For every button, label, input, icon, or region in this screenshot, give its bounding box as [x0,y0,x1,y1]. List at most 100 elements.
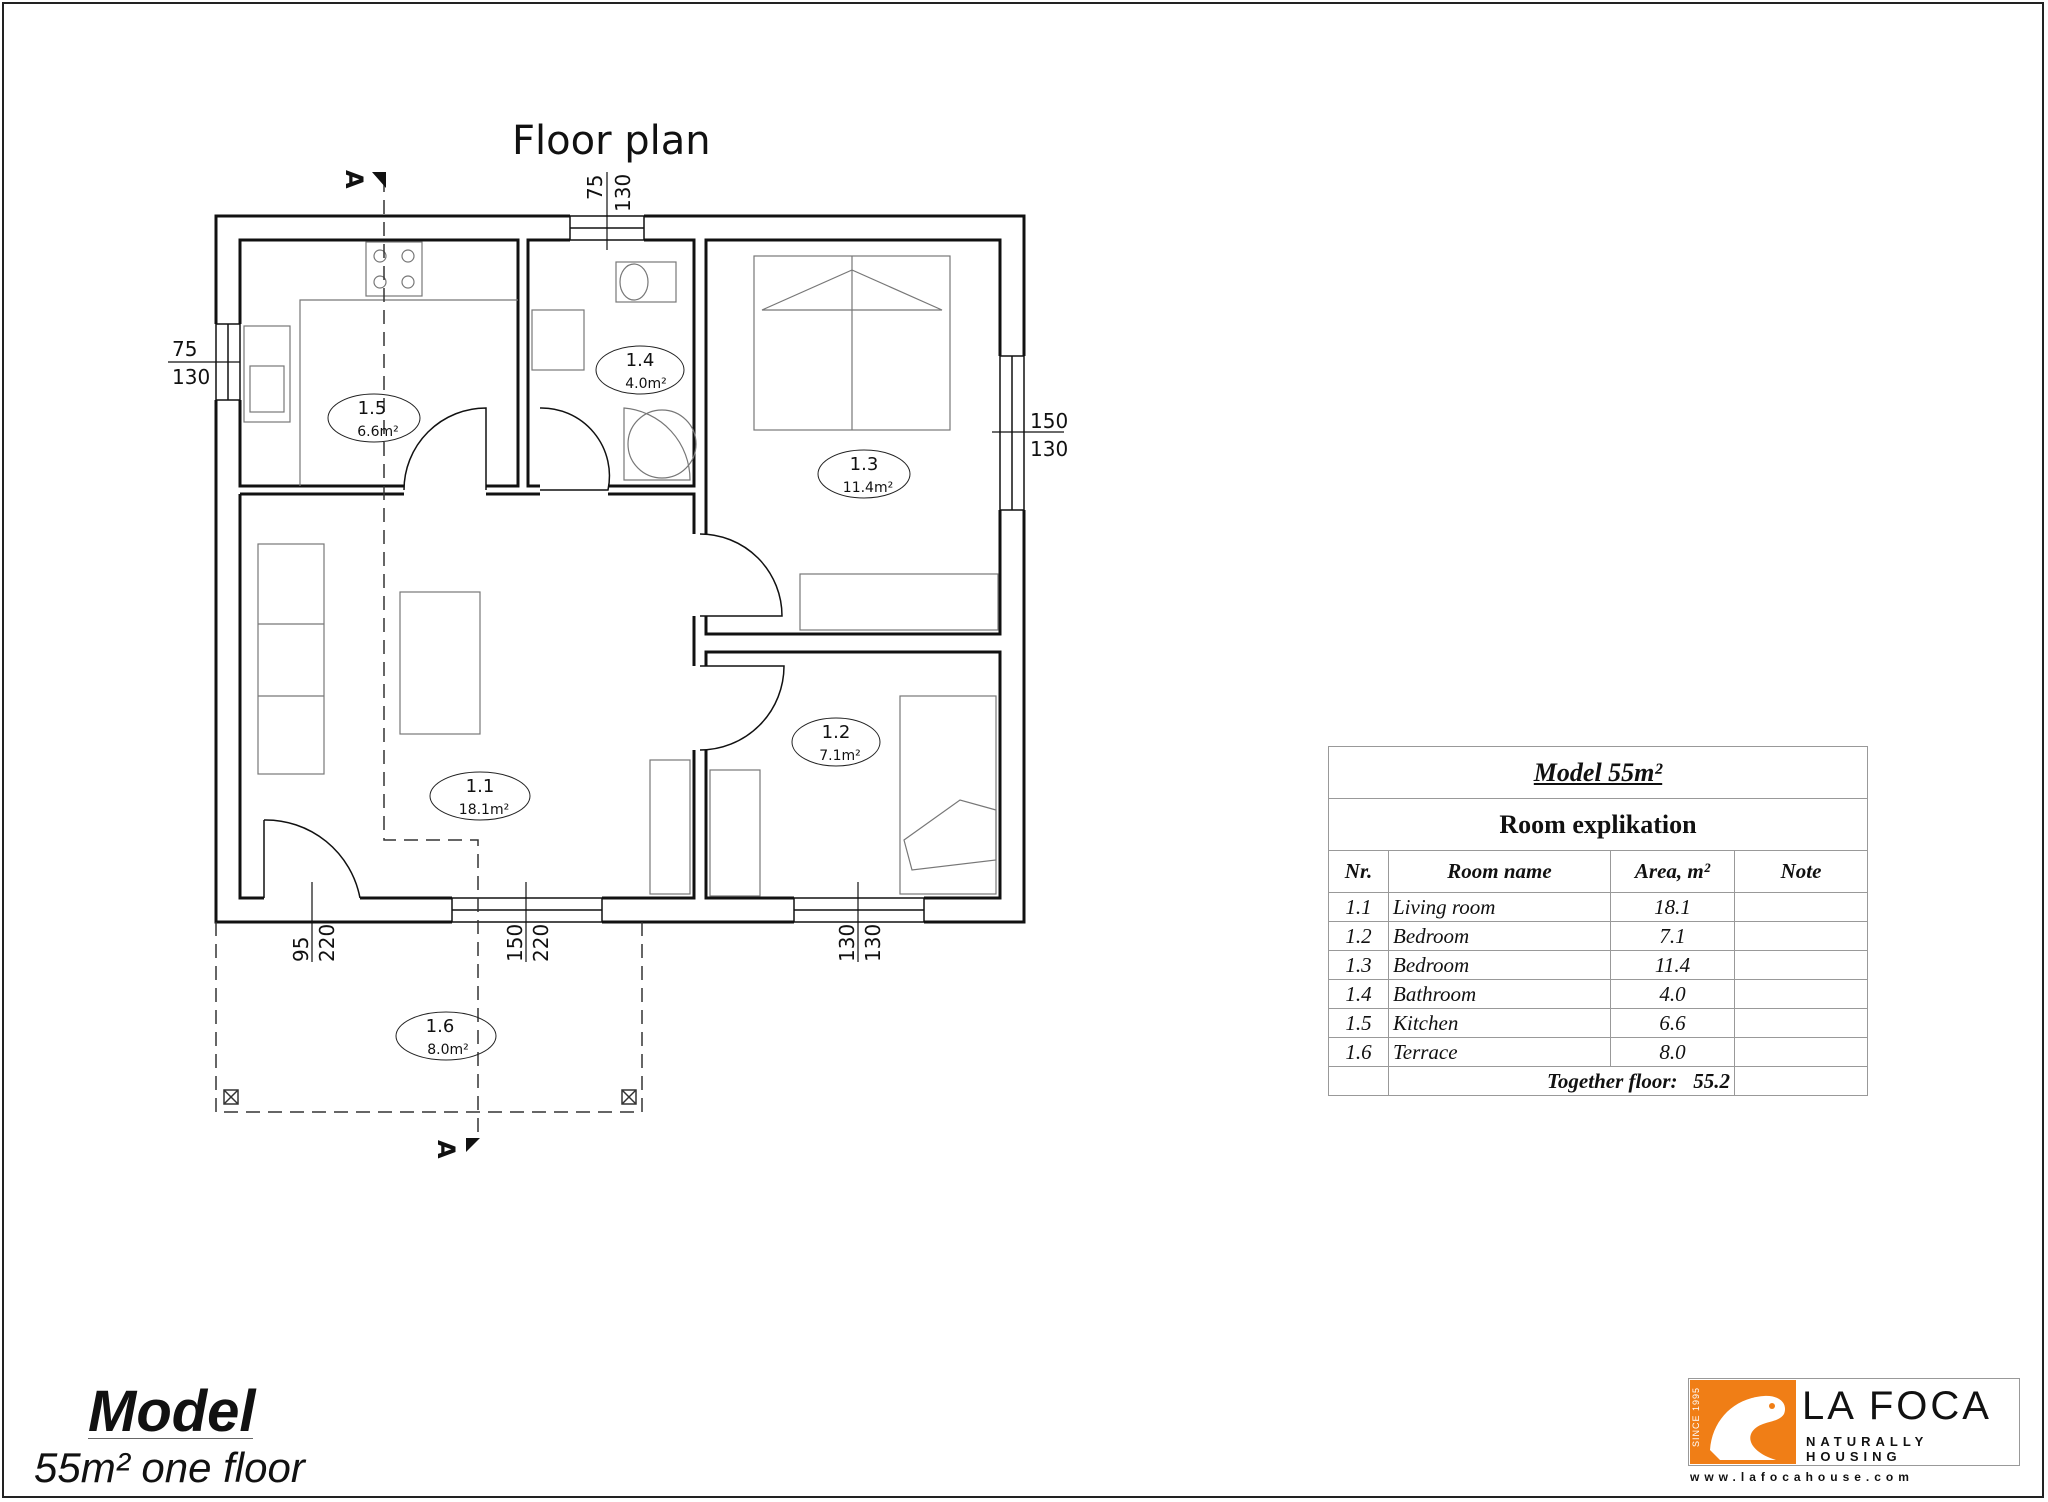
cell-note [1734,979,1868,1009]
model-subtitle: 55m² one floor [34,1444,305,1491]
logo-frame [1688,1378,2020,1466]
table-row: 1.6 Terrace 8.0 [1328,1037,1868,1067]
dim-glass-door-2: 220 [529,924,553,962]
room-nr: 1.5 [358,398,387,419]
dim-left-window-1: 75 [172,337,197,361]
room-label-1-4 [595,345,685,395]
cell-area: 18.1 [1610,892,1735,922]
cell-area: 8.0 [1610,1037,1735,1067]
cell-note [1734,921,1868,951]
cell-room-name: Bedroom [1388,950,1611,980]
la-foca-logo: SINCE 1995 LA FOCA NATURALLY HOUSING www… [1688,1378,2022,1488]
model-title: Model [88,1379,256,1444]
bedroom-1-2-door [699,665,785,751]
cell-area: 7.1 [1610,921,1735,951]
room-label-1-5 [327,393,421,443]
outer-wall [214,214,1026,924]
coffee-table-icon [399,591,481,735]
cell-room-name: Living room [1388,892,1611,922]
table-total-row: Together floor: 55.2 [1328,1066,1868,1096]
logo-url: www.lafocahouse.com [1690,1470,1914,1484]
dim-top-window-2: 130 [611,174,635,212]
kitchen-wall [238,238,520,488]
model-divider [88,1438,253,1439]
room-area: 4.0m² [625,376,667,392]
wardrobe-1-2-icon [709,769,761,897]
dim-right-window-1: 150 [1030,409,1068,433]
cell-room-name: Bathroom [1388,979,1611,1009]
cell-nr: 1.4 [1328,979,1389,1009]
room-nr: 1.4 [626,350,655,371]
room-area: 8.0m² [427,1042,469,1058]
cell-nr: 1.3 [1328,950,1389,980]
table-title: Model 55m² [1328,746,1868,799]
cabinet-icon [649,759,691,895]
cell-note [1734,950,1868,980]
bedroom-1-2-wall [704,650,1002,900]
room-label-1-3 [817,449,911,499]
table-row: 1.1 Living room 18.1 [1328,892,1868,922]
table-row: 1.5 Kitchen 6.6 [1328,1008,1868,1038]
room-nr: 1.1 [466,776,495,797]
post-icon [621,1089,637,1105]
table-row: 1.2 Bedroom 7.1 [1328,921,1868,951]
cell-room-name: Bedroom [1388,921,1611,951]
washbasin-icon [531,309,585,371]
dim-door-2: 220 [315,924,339,962]
total-label: Together floor: 55.2 [1388,1066,1735,1096]
room-area: 7.1m² [819,748,861,764]
total-value: 55.2 [1693,1068,1730,1093]
cell-room-name: Kitchen [1388,1008,1611,1038]
section-marker-top: A [340,170,368,189]
logo-emblem [1690,1380,1796,1464]
header-nr: Nr. [1328,850,1389,893]
cell-area: 6.6 [1610,1008,1735,1038]
bed-1-2-icon [899,695,997,895]
cell-note [1734,892,1868,922]
room-area: 6.6m² [357,424,399,440]
cell-note [1734,1008,1868,1038]
bedroom-1-3-door [699,533,783,617]
dim-window-2: 130 [861,924,885,962]
room-nr: 1.3 [850,454,879,475]
cell-area: 11.4 [1610,950,1735,980]
plan-title: Floor plan [512,118,711,164]
room-label-1-2 [791,717,881,767]
dim-top-window-1: 75 [583,175,607,200]
dim-left-window-2: 130 [172,365,210,389]
room-area: 11.4m² [843,480,893,496]
table-subtitle: Room explikation [1328,798,1868,851]
header-area: Area, m² [1610,850,1735,893]
sofa-icon [257,543,325,775]
seal-icon [1710,1395,1786,1460]
cell-nr: 1.6 [1328,1037,1389,1067]
cell-area: 4.0 [1610,979,1735,1009]
kitchen-door [403,407,487,491]
shower-icon [623,407,691,481]
post-icon [223,1089,239,1105]
header-room-name: Room name [1388,850,1611,893]
cell-nr: 1.2 [1328,921,1389,951]
stove-icon [365,241,423,297]
room-explikation-table: Model 55m² Room explikation Nr. Room nam… [1328,746,1868,1096]
header-note: Note [1734,850,1868,893]
cell-nr: 1.1 [1328,892,1389,922]
room-area: 18.1m² [459,802,509,818]
bathroom-wall [526,238,696,488]
dim-window-1: 130 [835,924,859,962]
room-label-1-6 [395,1011,497,1061]
room-label-1-1 [429,771,531,821]
sink-icon [243,325,291,423]
logo-since: SINCE 1995 [1691,1386,1702,1448]
toilet-icon [615,261,677,303]
table-header-row: Nr. Room name Area, m² Note [1328,850,1868,893]
terrace-outline [215,922,643,1113]
cell-room-name: Terrace [1388,1037,1611,1067]
logo-tagline: NATURALLY HOUSING [1806,1434,1929,1464]
dim-right-window-2: 130 [1030,437,1068,461]
table-row: 1.4 Bathroom 4.0 [1328,979,1868,1009]
room-nr: 1.2 [822,722,851,743]
wardrobe-1-3-icon [799,573,999,631]
